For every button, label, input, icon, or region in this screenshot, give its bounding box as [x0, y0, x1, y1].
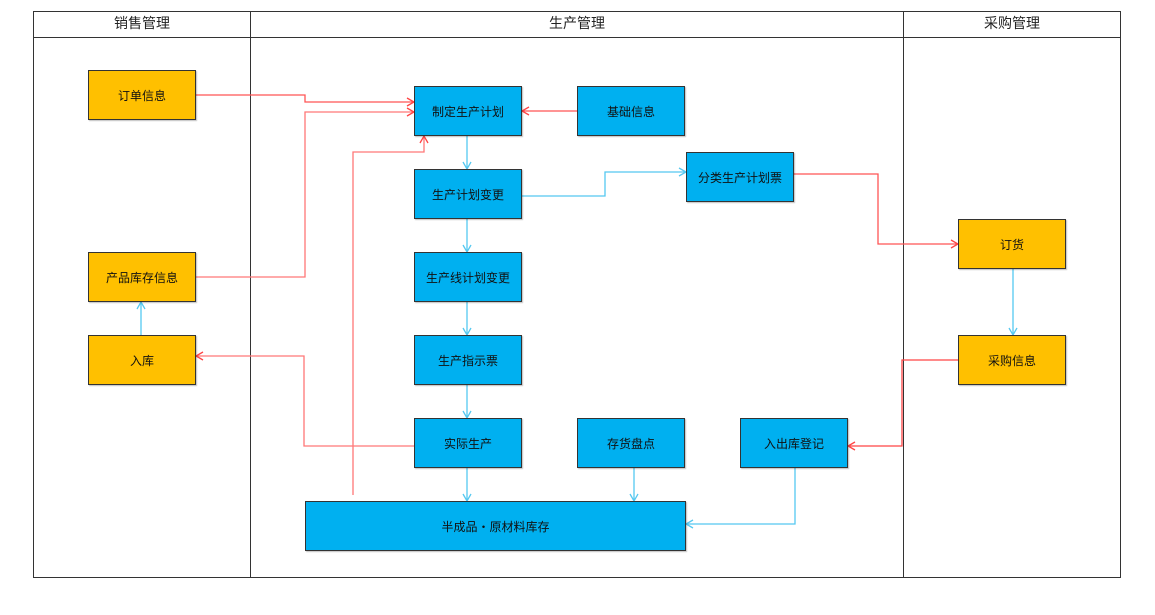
lane-frame [33, 11, 1121, 578]
edge-stock-info-to-plan [196, 107, 416, 278]
lane-title-production: 生产管理 [549, 16, 605, 32]
edge-wip-to-plan [352, 134, 429, 495]
node-base-info[interactable]: 基础信息 [577, 86, 685, 136]
edge-inout-to-wip [684, 468, 796, 529]
edge-category-to-order-goods [794, 173, 960, 249]
edge-change-to-category [522, 167, 688, 197]
node-plan-change[interactable]: 生产计划变更 [414, 169, 522, 219]
node-stock-in[interactable]: 入库 [88, 335, 196, 385]
node-order-goods[interactable]: 订货 [958, 219, 1066, 269]
node-make-plan[interactable]: 制定生产计划 [414, 86, 522, 136]
node-wip-material-stock[interactable]: 半成品・原材料库存 [305, 501, 686, 551]
lane-title-sales: 销售管理 [114, 16, 170, 32]
lane-title-purchase: 采购管理 [984, 16, 1040, 32]
node-actual-production[interactable]: 实际生产 [414, 418, 522, 468]
edge-purchase-to-inout [846, 359, 958, 451]
node-inventory-check[interactable]: 存货盘点 [577, 418, 685, 468]
node-instruction-ticket[interactable]: 生产指示票 [414, 335, 522, 385]
node-line-plan-change[interactable]: 生产线计划变更 [414, 252, 522, 302]
edge-order-to-plan [196, 94, 416, 107]
node-product-stock-info[interactable]: 产品库存信息 [88, 252, 196, 302]
node-inout-register[interactable]: 入出库登记 [740, 418, 848, 468]
node-category-plan-ticket[interactable]: 分类生产计划票 [686, 152, 794, 202]
node-purchase-info[interactable]: 采购信息 [958, 335, 1066, 385]
node-order-info[interactable]: 订单信息 [88, 70, 196, 120]
edge-actual-to-stock-in [194, 351, 414, 447]
